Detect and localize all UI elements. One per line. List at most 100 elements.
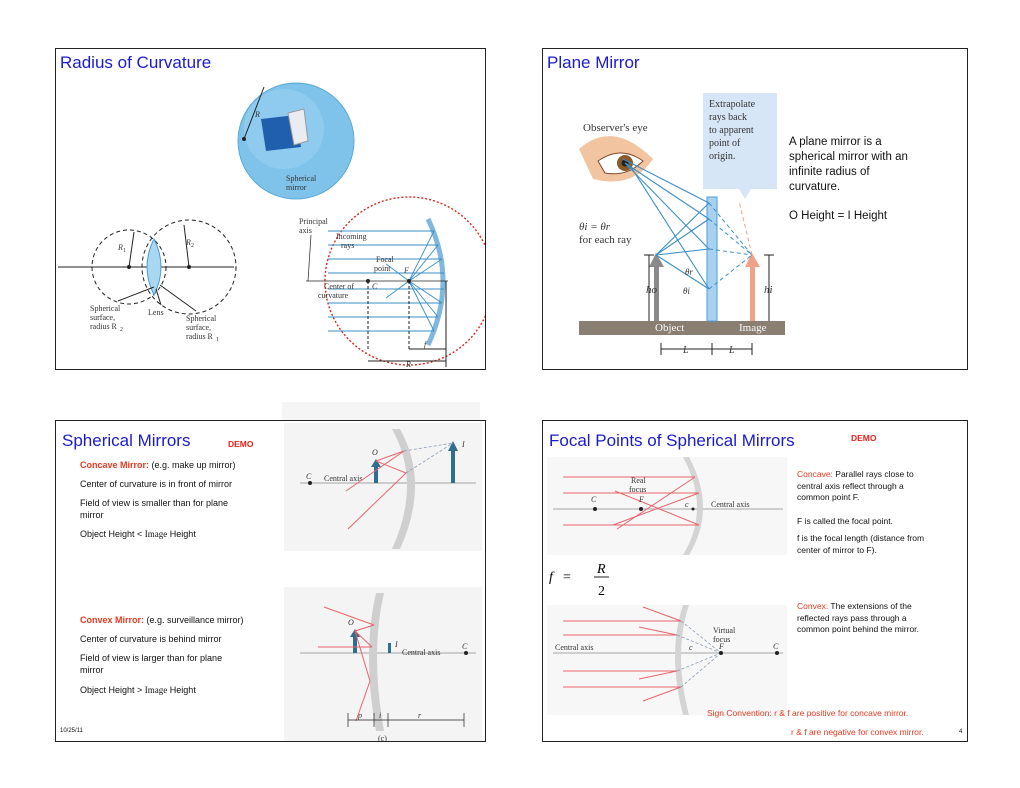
theta-equation: θi = θr <box>579 221 611 233</box>
virtual-focus-1: Virtual <box>713 626 736 635</box>
virtual-f-label: F <box>718 642 724 651</box>
slide-title: Plane Mirror <box>547 53 640 72</box>
desc-line-1: A plane mirror is a <box>789 136 882 148</box>
convex-line-3: mirror <box>80 665 104 675</box>
theta-note: for each ray <box>579 234 632 246</box>
center-label-1: Center of <box>324 282 354 291</box>
callout-line-4: point of <box>709 138 741 149</box>
concave-height: Object Height < Image Height <box>80 528 196 540</box>
callout-line-5: origin. <box>709 151 735 162</box>
concave-panel <box>284 423 482 551</box>
concave-label: Concave Mirror: <box>80 460 150 470</box>
convex-heading: Convex Mirror: (e.g. surveillance mirror… <box>80 614 244 626</box>
virtual-focus-2: focus <box>713 635 730 644</box>
concave-axis-label: Central axis <box>324 474 362 483</box>
convex-c-label: C <box>462 642 468 651</box>
convex-height-b: Image <box>144 685 168 695</box>
concave-i-label: I <box>461 440 465 449</box>
sign-convention-2: r & f are negative for convex mirror. <box>791 727 924 737</box>
focal-diagrams: Real focus C F c Central axis f = R 2 <box>547 457 787 715</box>
r2-sub: 2 <box>191 243 194 249</box>
formula-den: 2 <box>598 584 605 599</box>
incoming-label-1: Incoming <box>336 232 367 241</box>
image-label: Image <box>739 322 767 334</box>
desc-line-3: infinite radius of <box>789 166 870 178</box>
convex-label: Convex: <box>797 601 829 611</box>
concave-c-label: C <box>306 472 312 481</box>
slide-plane-mirror: Plane Mirror Extrapolate rays back to ap… <box>542 48 968 370</box>
surface-left-2: surface, <box>90 313 115 322</box>
convex-height-c: Height <box>167 685 196 695</box>
convex-panel <box>284 587 482 741</box>
concave-line-3: mirror <box>80 510 104 520</box>
callout-box <box>703 93 777 189</box>
concave-line-1: Center of curvature is in front of mirro… <box>80 479 233 489</box>
image-arrow <box>750 265 755 321</box>
callout-line-3: to apparent <box>709 125 754 136</box>
formula-eq: = <box>563 570 571 585</box>
convex-focus-panel <box>547 605 787 715</box>
convex-line-1: Center of curvature is behind mirror <box>80 634 222 644</box>
concave-height-b: Image <box>144 529 168 539</box>
date-footer: 10/25/11 <box>60 728 83 734</box>
page-number: 4 <box>959 729 963 735</box>
convex-height-a: Object Height > <box>80 685 145 695</box>
lens-label: Lens <box>148 308 164 317</box>
concave-heading: Concave Mirror: (e.g. make up mirror) <box>80 459 236 471</box>
virtual-c-small: c <box>689 643 693 652</box>
surface-right-sub: 1 <box>216 337 219 343</box>
focus-c-label: C <box>591 495 597 504</box>
convex-text-3: common point behind the mirror. <box>797 624 919 634</box>
object-label: Object <box>655 322 684 334</box>
surface-left-sub: 2 <box>120 327 123 333</box>
lens-shape <box>146 237 162 297</box>
desc-line-2: spherical mirror with an <box>789 151 908 163</box>
callout-line-2: rays back <box>709 112 747 123</box>
r1-label: R <box>117 243 123 252</box>
concave-text-1: Parallel rays close to <box>832 469 914 479</box>
focal-length-text: f is the focal length (distance from cen… <box>797 533 924 556</box>
concave-focus-mirror <box>683 457 703 555</box>
convex-desc: Convex: The extensions of the reflected … <box>797 601 919 636</box>
theta-r-label: θr <box>685 267 693 277</box>
diagram-header-strip <box>282 402 480 420</box>
eye-icon <box>579 136 653 182</box>
r1-sub: 1 <box>123 248 126 254</box>
concave-text-3: common point F. <box>797 492 860 502</box>
focus-axis-label: Central axis <box>711 500 749 509</box>
surface-right-3: radius R <box>186 332 214 341</box>
formula-f: f <box>549 570 555 585</box>
slide-title: Radius of Curvature <box>60 53 212 72</box>
surface-right-1: Spherical <box>186 314 217 323</box>
r2-label: R <box>185 238 191 247</box>
desc-line-4: curvature. <box>789 181 841 193</box>
convex-text-2: reflected rays pass through a <box>797 612 907 623</box>
center-label-2: curvature <box>318 291 349 300</box>
slide-title: Spherical Mirrors <box>62 431 191 450</box>
r-label: R <box>254 110 260 119</box>
surface-right-2: surface, <box>186 323 211 332</box>
demo-link[interactable]: DEMO <box>228 439 254 449</box>
hi-label: hi <box>764 284 773 296</box>
center-letter: C <box>372 282 378 291</box>
demo-link[interactable]: DEMO <box>851 433 877 443</box>
concave-desc: Concave: Parallel rays close to central … <box>797 469 914 504</box>
principal-label-2: axis <box>299 226 312 235</box>
slide-radius-of-curvature: Radius of Curvature R Spherical mirror R… <box>55 48 486 370</box>
principal-label-1: Principal <box>299 217 329 226</box>
convex-i-label: I <box>394 640 398 649</box>
spherical-mirror-label-2: mirror <box>286 183 307 192</box>
real-focus-1: Real <box>631 476 646 485</box>
r-dim-label: r <box>418 711 422 720</box>
plane-mirror-description: A plane mirror is a spherical mirror wit… <box>789 135 908 195</box>
spherical-mirror-diagrams: C Central axis O I O I Central axis C <box>284 423 482 741</box>
sign-convention: Sign Convention: r & f are positive for … <box>707 708 909 718</box>
focal-letter: F <box>403 266 409 275</box>
l-label-2: L <box>728 345 735 356</box>
spherical-mirror-label-1: Spherical <box>286 174 317 183</box>
focal-length-2: center of mirror to F). <box>797 544 877 555</box>
ho-label: ho <box>646 284 658 296</box>
floor <box>579 321 785 335</box>
object-arrow <box>654 265 659 321</box>
formula-num: R <box>596 562 606 577</box>
